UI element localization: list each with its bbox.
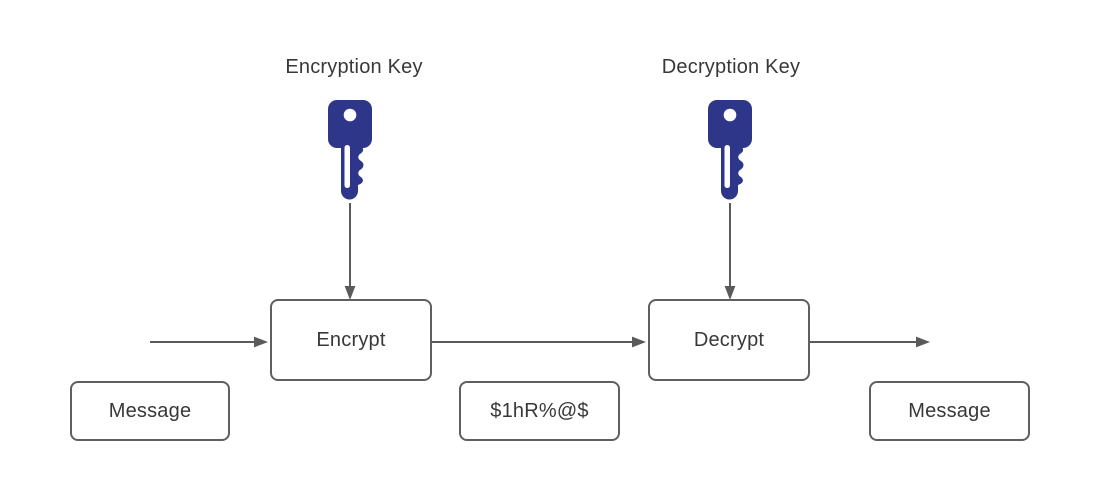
message-box-input-label: Message	[108, 399, 192, 422]
ciphertext-box-label: $1hR%@$	[490, 399, 589, 422]
message-box-output-label: Message	[908, 399, 991, 422]
arrow-key-to-decrypt	[724, 203, 736, 300]
encryption-key-label: Encryption Key	[285, 56, 423, 78]
ciphertext-box: $1hR%@$	[459, 381, 620, 441]
arrow-encrypt-to-decrypt	[432, 336, 646, 348]
message-box-output: Message	[869, 381, 1030, 441]
decrypt-box: Decrypt	[648, 299, 810, 381]
decryption-key-label: Decryption Key	[661, 56, 801, 78]
message-box-input: Message	[70, 381, 230, 441]
arrow-key-to-encrypt	[344, 203, 356, 300]
arrow-message-to-encrypt	[150, 336, 268, 348]
decryption-key-icon	[708, 100, 752, 200]
encrypt-box-label: Encrypt	[316, 328, 386, 351]
encrypt-box: Encrypt	[270, 299, 432, 381]
arrow-decrypt-to-message	[810, 336, 930, 348]
decrypt-box-label: Decrypt	[693, 328, 765, 351]
encryption-key-icon	[328, 100, 372, 200]
